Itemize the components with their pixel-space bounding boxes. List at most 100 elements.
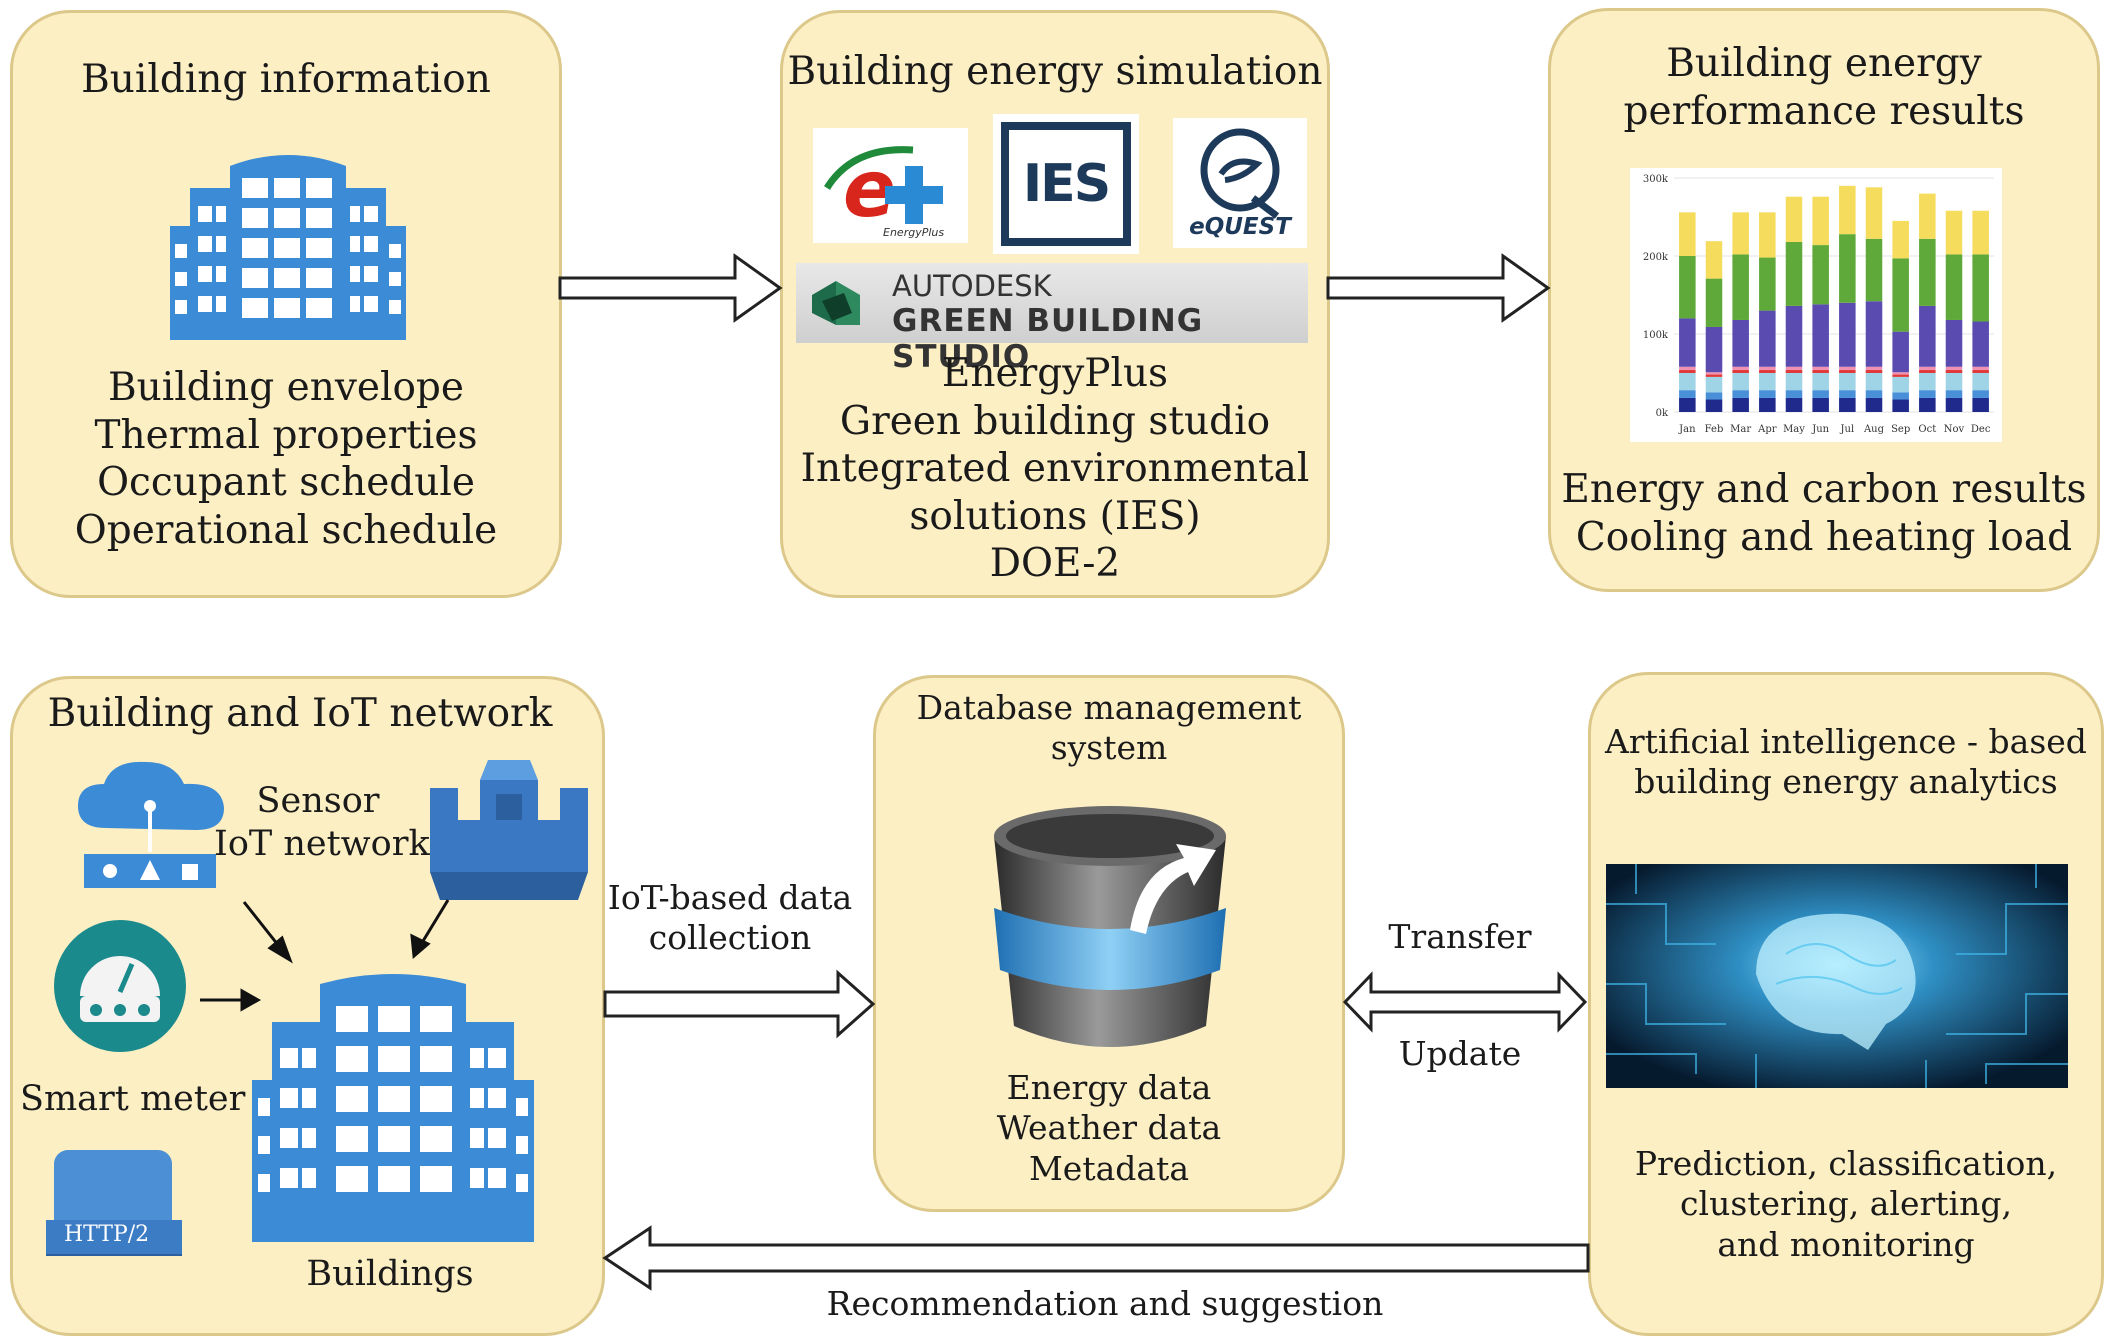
bar-segment xyxy=(1892,372,1909,375)
list-item: Occupant schedule xyxy=(97,460,475,506)
smart-meter-icon xyxy=(54,920,186,1052)
simulation-title: Building energy simulation xyxy=(787,49,1323,94)
arrow-iot-to-database xyxy=(603,969,876,1039)
list-item: EnergyPlus xyxy=(941,351,1169,396)
list-item: and monitoring xyxy=(1717,1224,1975,1264)
y-tick-label: 300k xyxy=(1643,174,1669,185)
bar-segment xyxy=(1785,196,1803,242)
y-tick-label: 100k xyxy=(1643,330,1669,341)
buildings-icon xyxy=(252,974,534,1242)
bar-segment xyxy=(1945,210,1963,255)
bar-segment xyxy=(1785,369,1803,373)
arrow-ai-to-iot-recommendation xyxy=(602,1225,1590,1291)
bar-segment xyxy=(1919,193,1936,239)
bar-segment xyxy=(1679,397,1696,412)
bar-segment xyxy=(1759,390,1776,398)
arrowhead-icon xyxy=(267,935,293,964)
http2-icon: HTTP/2 xyxy=(46,1150,182,1254)
bar-segment xyxy=(1759,366,1776,370)
bar-segment xyxy=(1839,373,1856,391)
bar-segment xyxy=(1679,390,1696,398)
arrowhead-icon xyxy=(240,988,262,1012)
bar-segment xyxy=(1972,210,1989,255)
collection-label-line: collection xyxy=(648,918,812,958)
bar-segment xyxy=(1865,390,1883,398)
bar-segment xyxy=(1972,373,1989,391)
results-title-line: Building energy xyxy=(1666,41,1982,86)
database-title-line: system xyxy=(1050,728,1168,768)
bar-segment xyxy=(1759,310,1776,367)
arrow-database-ai-bidirectional xyxy=(1342,971,1588,1033)
bar-segment xyxy=(1705,241,1723,279)
transfer-label: Transfer xyxy=(1388,917,1532,956)
energyplus-label: EnergyPlus xyxy=(883,226,945,239)
energyplus-icon: e xyxy=(824,145,943,235)
bar-segment xyxy=(1679,369,1696,373)
bar-segment xyxy=(1759,212,1776,258)
bar-segment xyxy=(1679,318,1696,367)
bar-segment xyxy=(1945,366,1963,370)
bar-segment xyxy=(1732,319,1749,367)
bar-segment xyxy=(1892,392,1909,400)
equest-label: eQUEST xyxy=(1189,214,1291,240)
list-item: Cooling and heating load xyxy=(1575,514,2073,560)
bar-segment xyxy=(1705,278,1723,327)
bar-segment xyxy=(1759,397,1776,412)
bar-segment xyxy=(1945,373,1963,391)
iot-network-label: IoT network xyxy=(214,823,430,864)
autodesk-gbs-logo: AUTODESK GREEN BUILDING STUDIO xyxy=(796,263,1308,375)
equest-icon xyxy=(1200,128,1280,219)
x-tick-label: Jun xyxy=(1811,424,1829,435)
bar-segment xyxy=(1839,185,1856,235)
bar-segment xyxy=(1732,212,1749,255)
y-tick-label: 200k xyxy=(1643,252,1669,263)
bar-segment xyxy=(1919,397,1936,412)
bar-segment xyxy=(1732,397,1749,412)
bar-segment xyxy=(1732,390,1749,398)
bar-segment xyxy=(1919,305,1936,367)
bar-segment xyxy=(1679,212,1696,256)
bar-segment xyxy=(1919,373,1936,391)
bar-segment xyxy=(1679,256,1696,319)
bar-segment xyxy=(1812,245,1829,305)
bar-segment xyxy=(1785,390,1803,398)
autodesk-icon xyxy=(812,281,860,325)
building-icon xyxy=(170,155,406,340)
x-tick-label: Apr xyxy=(1757,424,1777,435)
x-tick-label: May xyxy=(1783,424,1805,435)
bar-segment xyxy=(1705,326,1723,373)
results-title: Building energy performance results xyxy=(1548,40,2100,135)
list-item: Thermal properties xyxy=(94,412,478,458)
list-item: Weather data xyxy=(996,1108,1222,1148)
bar-segment xyxy=(1945,319,1963,367)
bar-segment xyxy=(1892,399,1909,412)
list-item: Operational schedule xyxy=(74,507,498,553)
ai-title: Artificial intelligence - based building… xyxy=(1588,722,2104,803)
x-tick-label: Sep xyxy=(1891,424,1910,435)
bar-segment xyxy=(1705,392,1723,400)
bar-segment xyxy=(1679,366,1696,370)
bar-segment xyxy=(1945,369,1963,373)
smart-meter-label: Smart meter xyxy=(20,1079,246,1119)
bar-segment xyxy=(1812,366,1829,370)
list-item: Metadata xyxy=(1029,1148,1189,1188)
x-tick-label: Feb xyxy=(1705,424,1724,435)
x-tick-label: Aug xyxy=(1863,424,1885,435)
results-title-line: performance results xyxy=(1623,88,2025,134)
bar-segment xyxy=(1705,376,1723,393)
iot-title: Building and IoT network xyxy=(47,691,553,736)
bar-segment xyxy=(1865,373,1883,391)
bar-segment xyxy=(1732,369,1749,373)
buildings-label: Buildings xyxy=(306,1254,474,1294)
ai-brain-circuit-image xyxy=(1606,864,2068,1088)
bar-segment xyxy=(1732,373,1749,391)
bar-segment xyxy=(1972,390,1989,398)
database-icon xyxy=(994,806,1226,1047)
list-item: DOE-2 xyxy=(989,541,1121,587)
energyplus-logo: e EnergyPlus xyxy=(813,128,968,243)
update-label: Update xyxy=(1398,1034,1522,1073)
bar-segment xyxy=(1839,302,1856,367)
ies-logo: IES xyxy=(993,114,1139,254)
